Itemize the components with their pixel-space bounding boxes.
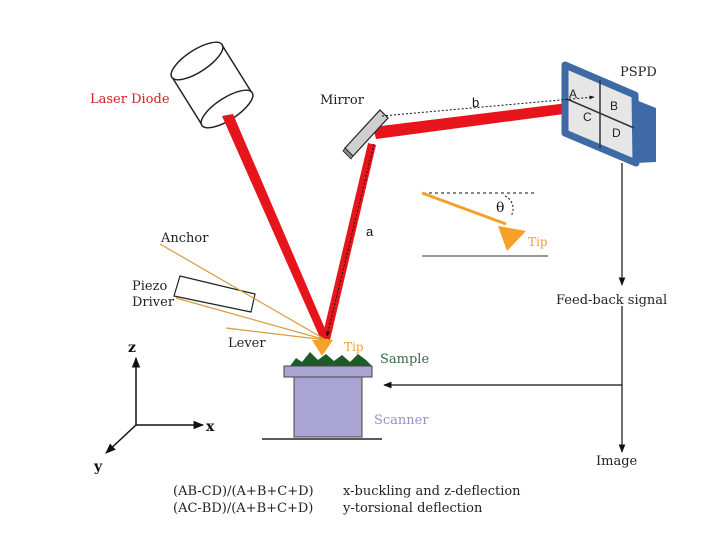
path-a-label: a <box>366 224 374 239</box>
tip-inset-label: Tip <box>528 235 548 249</box>
feedback-loop <box>383 163 626 453</box>
formula-2-expr: (AC-BD)/(A+B+C+D) <box>173 501 313 516</box>
axis-z-label: z <box>128 340 136 356</box>
driver-label: Driver <box>132 295 175 310</box>
tip-label: Tip <box>344 340 364 354</box>
formula-1-expr: (AB-CD)/(A+B+C+D) <box>173 484 314 499</box>
path-b-label: b <box>472 95 479 110</box>
laser-diode <box>170 41 254 129</box>
quad-d-label: D <box>612 126 621 140</box>
axis-x-label: x <box>206 419 215 435</box>
quad-c-label: C <box>583 110 592 124</box>
laser-diode-label: Laser Diode <box>90 92 170 107</box>
mirror <box>342 109 389 160</box>
pspd-label: PSPD <box>620 65 657 80</box>
formula-2-desc: y-torsional deflection <box>342 501 483 516</box>
piezo-label: Piezo <box>132 279 167 294</box>
piezo-driver <box>159 243 327 341</box>
coordinate-axes: z x y <box>93 340 215 475</box>
mirror-label: Mirror <box>320 93 365 108</box>
deflection-inset: θ <box>421 191 548 257</box>
path-a-guide <box>326 143 375 337</box>
lever-label: Lever <box>228 336 266 351</box>
sample-label: Sample <box>380 352 429 367</box>
formula-1-desc: x-buckling and z-deflection <box>343 484 521 499</box>
pspd-detector: A B C D <box>561 61 656 167</box>
path-b-guide <box>381 95 595 117</box>
theta-label: θ <box>496 200 504 216</box>
scanner-label: Scanner <box>374 413 429 428</box>
image-label: Image <box>596 454 638 469</box>
laser-beam <box>222 100 594 340</box>
axis-y-label: y <box>93 459 103 475</box>
tip-main <box>312 340 333 356</box>
quad-a-label: A <box>569 87 577 101</box>
quad-b-label: B <box>610 99 618 113</box>
sample-stage <box>262 352 382 440</box>
anchor-label: Anchor <box>160 231 209 246</box>
formula-list: (AB-CD)/(A+B+C+D) x-buckling and z-defle… <box>173 484 521 516</box>
feedback-label: Feed-back signal <box>556 293 667 308</box>
